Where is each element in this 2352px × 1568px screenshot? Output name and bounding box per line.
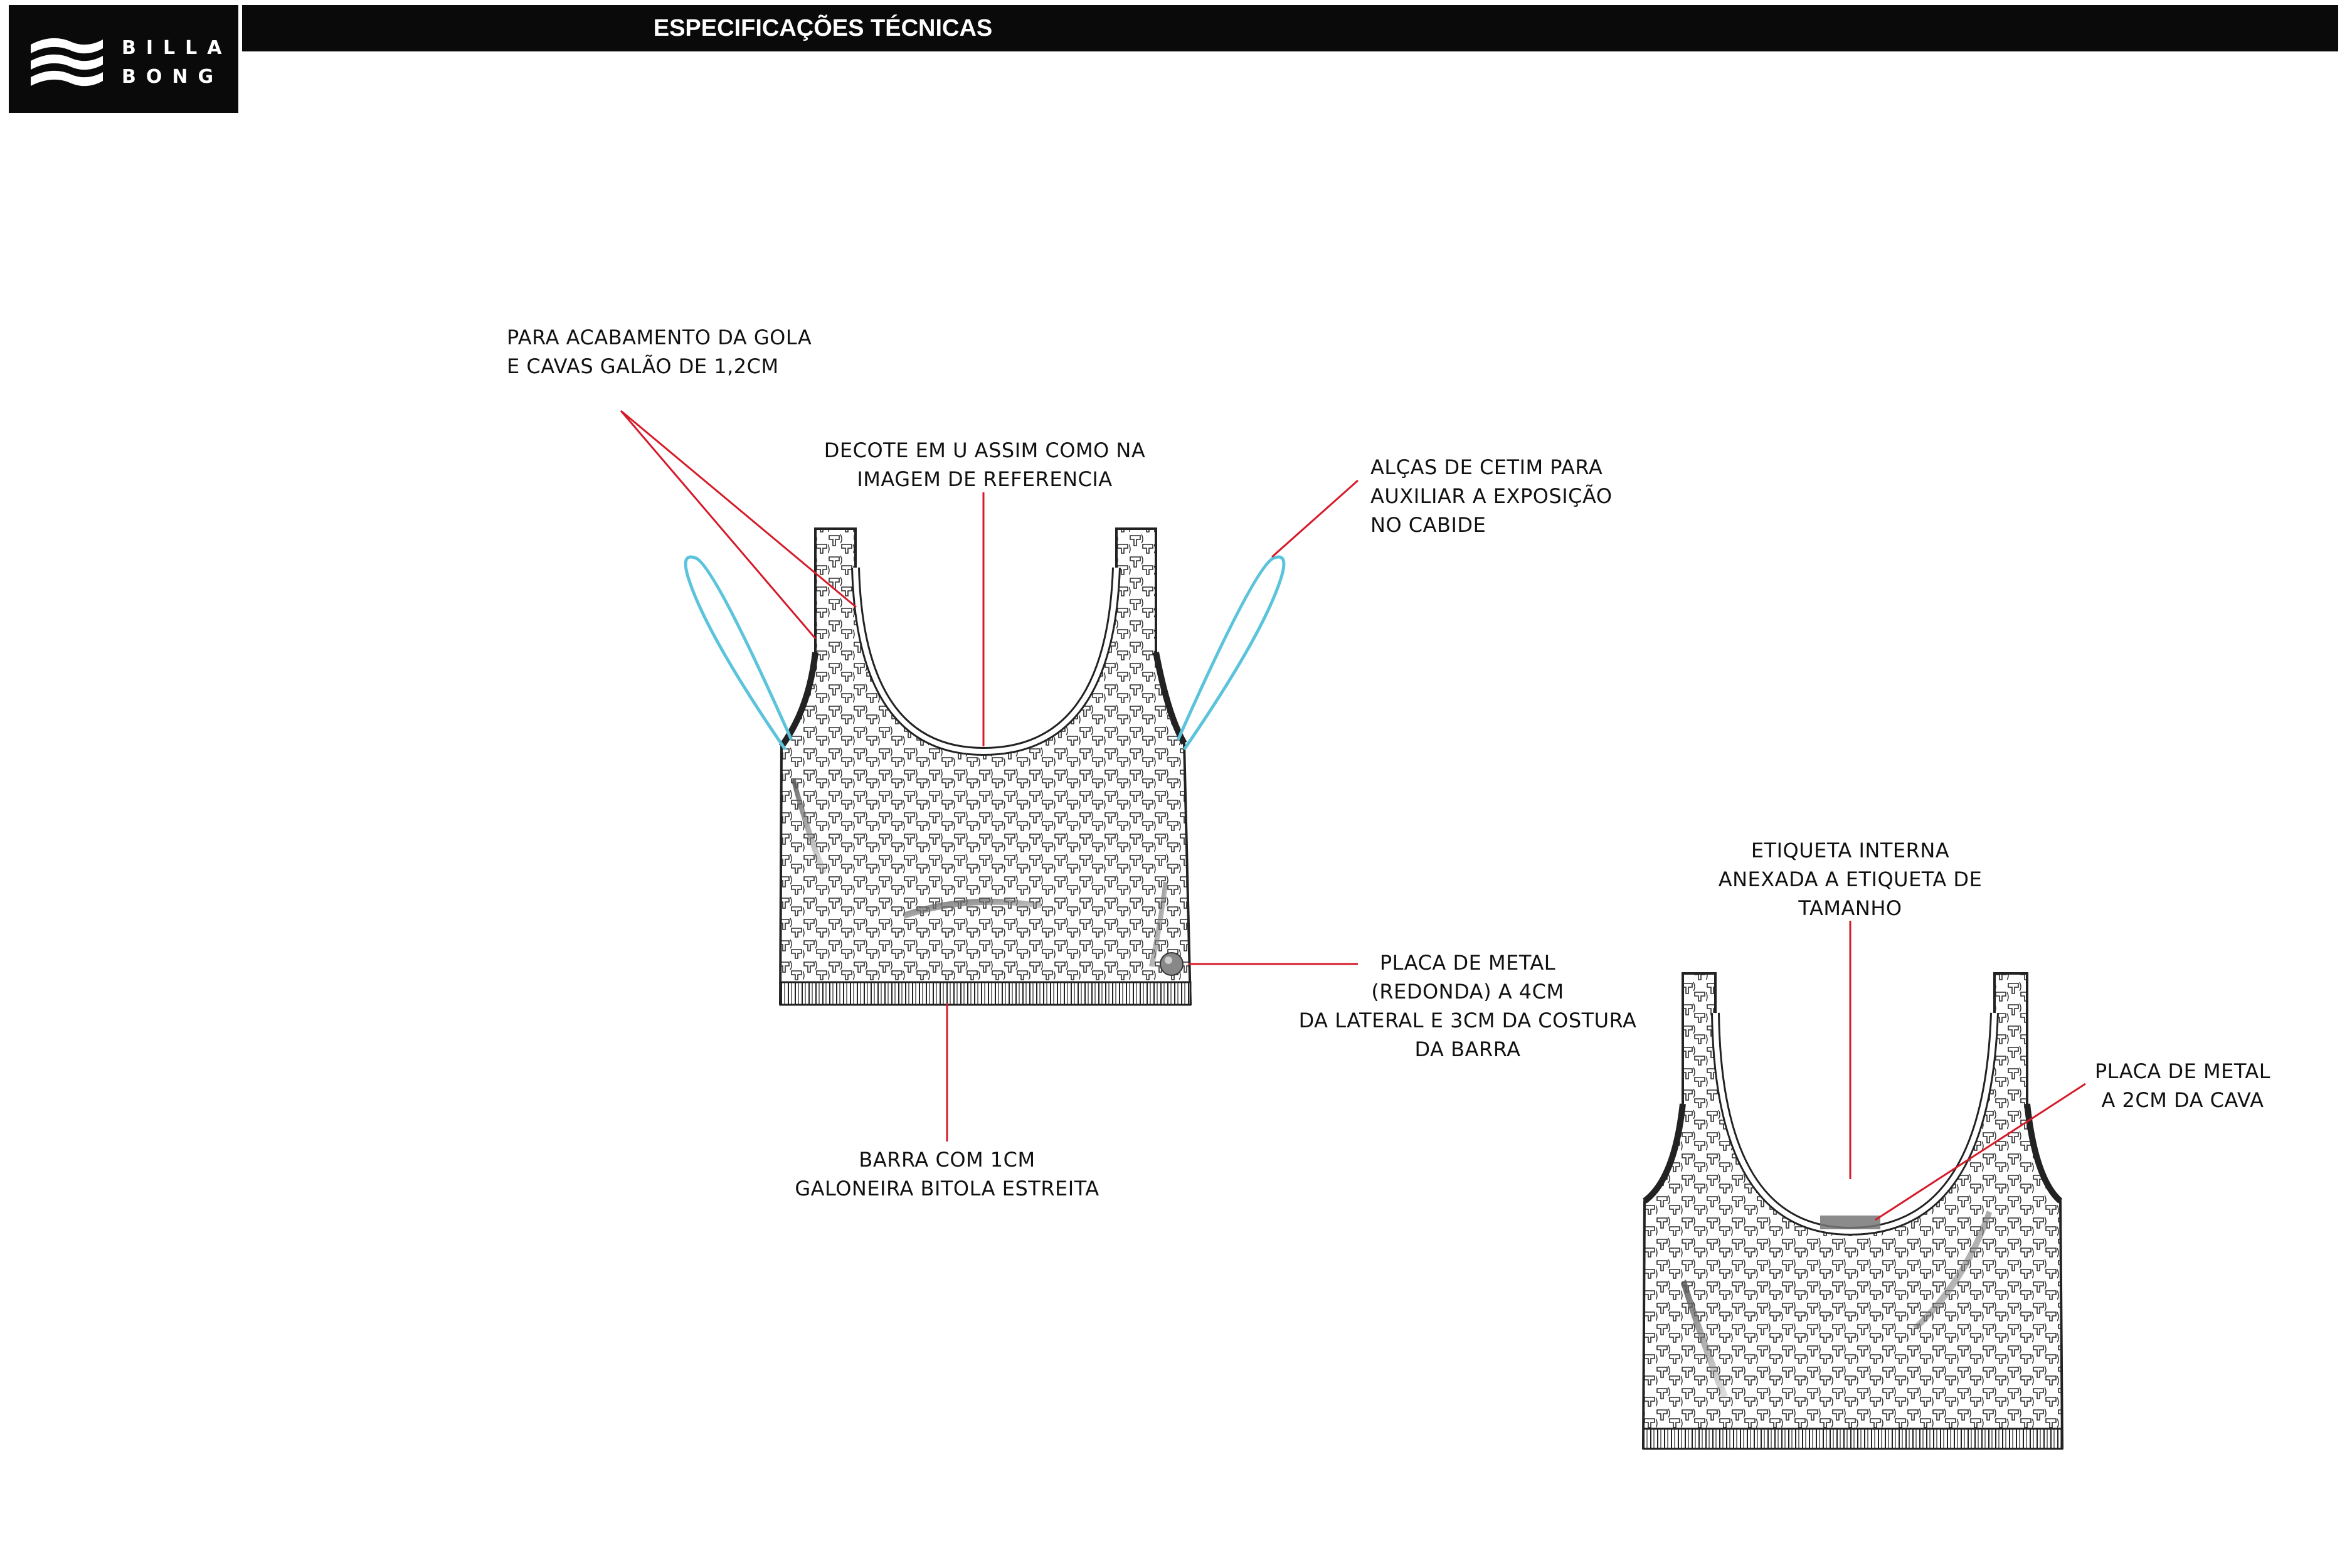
callout-lines [620,410,2086,1221]
note-decote-line2: IMAGEM DE REFERENCIA [857,467,1113,491]
note-placa-cava-line1: PLACA DE METAL [2094,1059,2271,1083]
round-metal-plate-icon [1160,952,1184,976]
note-placa-redonda-line3: DA LATERAL E 3CM DA COSTURA [1298,1009,1637,1032]
note-etiqueta: ETIQUETA INTERNA ANEXADA A ETIQUETA DE T… [1662,836,2038,923]
note-placa-redonda-line2: (REDONDA) A 4CM [1371,980,1564,1004]
note-etiqueta-line2: ANEXADA A ETIQUETA DE [1718,867,1983,891]
brand-logo: BILLA BONG [9,5,238,113]
billabong-wave-logo-icon [31,38,103,87]
note-barra-line1: BARRA COM 1CM [859,1148,1036,1172]
brand-name-line1: BILLA [122,37,232,59]
note-gola-line2: E CAVAS GALÃO DE 1,2CM [507,354,779,378]
page-title-bar: ESPECIFICAÇÕES TÉCNICAS [242,5,2338,51]
note-gola: PARA ACABAMENTO DA GOLA E CAVAS GALÃO DE… [507,323,812,381]
note-alcas: ALÇAS DE CETIM PARA AUXILIAR A EXPOSIÇÃO… [1370,453,1613,539]
note-placa-cava: PLACA DE METAL A 2CM DA CAVA [2063,1057,2302,1115]
page-title: ESPECIFICAÇÕES TÉCNICAS [653,14,993,41]
note-decote-line1: DECOTE EM U ASSIM COMO NA [824,438,1146,462]
satin-hanger-straps [684,555,1286,751]
note-placa-cava-line2: A 2CM DA CAVA [2101,1088,2264,1112]
garment-back [1641,972,2064,1450]
note-placa-redonda: PLACA DE METAL (REDONDA) A 4CM DA LATERA… [1279,948,1656,1064]
note-placa-redonda-line1: PLACA DE METAL [1379,951,1556,975]
note-etiqueta-line3: TAMANHO [1798,896,1902,920]
note-alcas-line1: ALÇAS DE CETIM PARA [1370,455,1603,479]
note-alcas-line3: NO CABIDE [1370,513,1486,537]
note-etiqueta-line1: ETIQUETA INTERNA [1751,839,1950,862]
note-alcas-line2: AUXILIAR A EXPOSIÇÃO [1370,484,1613,508]
note-decote: DECOTE EM U ASSIM COMO NA IMAGEM DE REFE… [809,436,1160,494]
note-placa-redonda-line4: DA BARRA [1414,1037,1521,1061]
garment-front [778,527,1192,1006]
note-gola-line1: PARA ACABAMENTO DA GOLA [507,326,812,349]
note-barra: BARRA COM 1CM GALONEIRA BITOLA ESTREITA [759,1145,1135,1203]
note-barra-line2: GALONEIRA BITOLA ESTREITA [795,1177,1099,1200]
brand-name-line2: BONG [122,66,224,88]
